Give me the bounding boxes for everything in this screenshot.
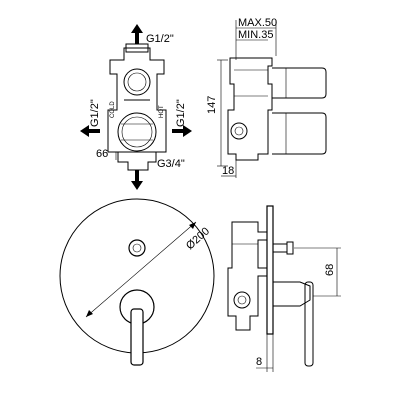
upper-port-circle bbox=[123, 68, 151, 96]
installed-side-view: 68 8 bbox=[227, 205, 341, 372]
label-left-port: G1/2" bbox=[89, 99, 101, 127]
side-body-outline bbox=[227, 57, 273, 161]
outlet-arrow-bottom bbox=[131, 170, 143, 190]
label-bottom-port: G3/4" bbox=[157, 158, 185, 170]
cartridge-circle bbox=[117, 112, 157, 152]
lower-stem bbox=[272, 112, 327, 155]
inlet-arrow-right bbox=[172, 125, 192, 137]
top-port-block bbox=[125, 43, 149, 53]
faceplate-front-view: Ø200 bbox=[59, 198, 215, 366]
side-port-circle bbox=[230, 122, 248, 140]
cold-mark: COLD bbox=[110, 101, 116, 118]
installed-port-circle bbox=[233, 291, 251, 309]
wall-plate bbox=[266, 205, 274, 335]
valve-body-view: COLD HOT G1/2" G1/2" G1/2" G3/4" 66 bbox=[80, 24, 192, 190]
installed-body-outline bbox=[227, 221, 268, 331]
dim-68: 68 bbox=[324, 264, 336, 276]
lever-body-side bbox=[272, 281, 311, 307]
dim-8: 8 bbox=[256, 356, 262, 368]
inlet-arrow-top bbox=[131, 24, 143, 44]
upper-stem bbox=[272, 67, 327, 99]
diverter-knob-side bbox=[272, 243, 288, 253]
dim-max: MAX.50 bbox=[238, 17, 277, 29]
dim-18: 18 bbox=[222, 165, 234, 177]
valve-side-view: MAX.50 MIN.35 147 18 bbox=[206, 17, 327, 178]
dim-66: 66 bbox=[96, 148, 108, 160]
label-right-port: G1/2" bbox=[175, 99, 187, 127]
diverter-knob bbox=[128, 239, 146, 257]
lever-handle-side bbox=[304, 281, 314, 367]
inlet-arrow-left bbox=[80, 125, 100, 137]
valve-body-outline bbox=[107, 47, 167, 171]
lever-handle bbox=[130, 308, 144, 366]
label-top-port: G1/2" bbox=[146, 33, 174, 45]
hot-mark: HOT bbox=[159, 105, 165, 118]
dim-147: 147 bbox=[206, 96, 218, 114]
dim-min: MIN.35 bbox=[238, 29, 273, 41]
